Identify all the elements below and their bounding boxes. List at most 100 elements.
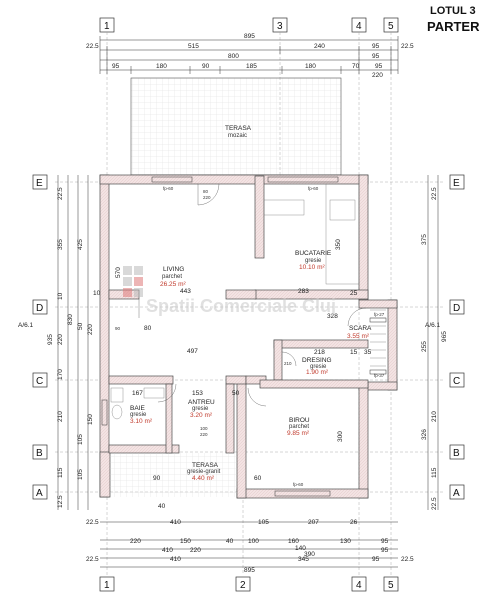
- grid-bottom-1: 1: [104, 580, 110, 591]
- idim-misc-0: 10: [93, 290, 101, 297]
- dim-left-6: 220: [57, 334, 64, 345]
- dim-left-12: 150: [87, 414, 94, 425]
- windows: [101, 176, 387, 497]
- grid-top-5: 5: [388, 21, 394, 32]
- dim-left-9: 170: [57, 369, 64, 380]
- grid-bottom-2: 2: [240, 580, 246, 591]
- grid-top-3: 3: [277, 21, 283, 32]
- room-baie-sub: gresie: [130, 412, 147, 418]
- grid-bottom-4: 4: [356, 580, 362, 591]
- dim-bot-r2-1: 150: [180, 538, 191, 545]
- dim-top-r2-right: 95: [372, 53, 380, 60]
- room-dresing-name: DRESING: [302, 357, 332, 364]
- right-dimension-lines: [427, 175, 439, 510]
- dim-left-1: 355: [57, 239, 64, 250]
- window-code-4: fp-60: [293, 482, 304, 487]
- room-terasa-bottom-name: TERASA: [192, 462, 219, 469]
- dim-bot-r1-3: 207: [308, 519, 319, 526]
- grid-right-a: A: [453, 488, 460, 499]
- dim-top-r3-2: 90: [202, 63, 210, 70]
- door-code-3: 210: [284, 361, 292, 366]
- dim-left-4: 830: [67, 314, 74, 325]
- room-scara-name: SCARA: [349, 325, 372, 332]
- grid-bottom-5: 5: [388, 580, 394, 591]
- right-grid-markers: [449, 174, 465, 500]
- idim-misc-5: 60: [254, 475, 262, 482]
- grid-left-e: E: [36, 178, 43, 189]
- kitchen-counter: [263, 183, 360, 285]
- room-baie-area: 3.10 m²: [130, 418, 153, 425]
- grid-left-a: A: [36, 488, 43, 499]
- room-birou-area: 9.85 m²: [287, 430, 310, 437]
- grid-top-4: 4: [356, 21, 362, 32]
- room-dresing-area: 1.90 m²: [306, 369, 329, 376]
- bottom-grid-markers: [99, 576, 399, 592]
- dim-top-r3-3: 185: [246, 63, 257, 70]
- room-terasa-bottom-sub: gresie-granit: [187, 469, 221, 475]
- dim-bot-r4-2: 345: [298, 556, 309, 563]
- dim-left-7: 50: [77, 322, 84, 330]
- dim-bot-r1-2: 105: [258, 519, 269, 526]
- top-grid-markers: 1 3 4 5: [99, 17, 399, 33]
- dim-top-r1-0: 22.5: [86, 43, 99, 50]
- room-birou-name: BIROU: [289, 417, 310, 424]
- idim-misc-7: 50: [232, 390, 240, 397]
- dim-bot-r3-1: 220: [190, 547, 201, 554]
- doors: [138, 183, 367, 407]
- dim-bot-r3-3: 390: [304, 551, 315, 558]
- section-right: A/6.1: [425, 322, 441, 329]
- door-code-1: 220: [203, 195, 211, 200]
- idim-misc-8: 80: [144, 325, 152, 332]
- dim-top-r1-2: 240: [314, 43, 325, 50]
- dim-top-r3-0: 95: [112, 63, 120, 70]
- dim-top-r3-1: 180: [156, 63, 167, 70]
- dim-bot-r2-2: 40: [226, 538, 234, 545]
- room-living-name: LIVING: [163, 266, 184, 273]
- dim-right-5: 326: [421, 429, 428, 440]
- dim-top-r3-4: 180: [305, 63, 316, 70]
- room-terasa-bottom-area: 4.40 m²: [192, 475, 215, 482]
- left-grid-markers: [32, 174, 48, 500]
- dim-left-2: 425: [77, 239, 84, 250]
- dim-bot-r3-2: 140: [295, 545, 306, 552]
- room-birou-sub: parchet: [289, 424, 309, 430]
- dim-top-r3-5: 70: [352, 63, 360, 70]
- bottom-terrace: [110, 453, 237, 497]
- dim-bot-r4-1: 410: [170, 556, 181, 563]
- watermark-text: Spatii Comerciale Cluj: [146, 296, 336, 316]
- dim-left-11: 105: [77, 434, 84, 445]
- left-dimension-lines: [57, 175, 89, 510]
- dim-top-r1-3: 95: [372, 43, 380, 50]
- room-terasa-top-sub: mozaic: [228, 133, 247, 139]
- dim-right-6: 115: [431, 467, 438, 478]
- dim-bot-r4-3: 95: [372, 556, 380, 563]
- dim-left-5: 935: [47, 334, 54, 345]
- room-terasa-top-name: TERASA: [225, 125, 252, 132]
- idim-misc-3: 35: [364, 349, 372, 356]
- idim-misc-2: 15: [350, 349, 358, 356]
- grid-top-1: 1: [104, 21, 110, 32]
- top-dimension-lines: [99, 36, 399, 74]
- dim-top-r2: 800: [228, 53, 239, 60]
- idim-living-h: 570: [115, 267, 122, 278]
- idim-living-w: 443: [180, 288, 191, 295]
- dim-top-r1-4: 22.5: [401, 43, 414, 50]
- grid-right-e: E: [453, 178, 460, 189]
- dim-top-r3-6: 95: [375, 63, 383, 70]
- dim-left-8: 220: [87, 324, 94, 335]
- idim-dresing-w: 218: [314, 349, 325, 356]
- dim-bot-r2-4: 160: [288, 538, 299, 545]
- idim-baie-w: 167: [132, 390, 143, 397]
- dim-left-3: 10: [57, 292, 64, 300]
- dim-top-r1-1: 515: [188, 43, 199, 50]
- room-antreu-sub: gresie: [192, 406, 209, 412]
- dim-right-0: 22.5: [431, 187, 438, 200]
- room-bucatarie-area: 10.10 m²: [299, 264, 325, 271]
- dim-bot-r2-3: 100: [248, 538, 259, 545]
- window-code-3: fp-37: [374, 373, 385, 378]
- dim-right-3: 255: [421, 341, 428, 352]
- dim-left-10: 210: [57, 411, 64, 422]
- level-title: PARTER: [427, 19, 480, 34]
- dim-bot-r3-4: 95: [381, 547, 389, 554]
